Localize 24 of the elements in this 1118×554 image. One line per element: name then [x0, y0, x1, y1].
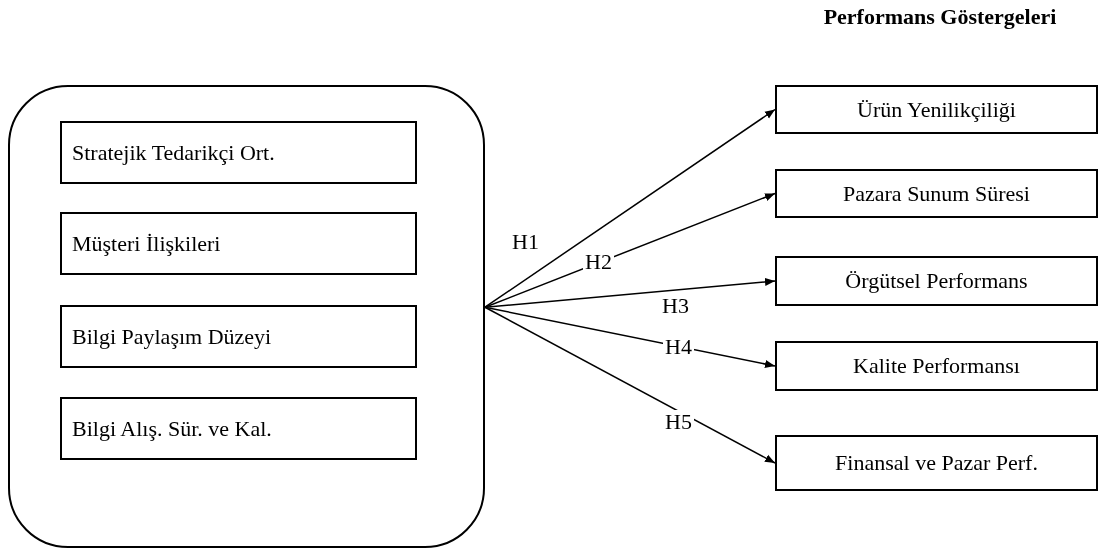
construct-box: [60, 397, 417, 460]
box-label: Finansal ve Pazar Perf.: [835, 450, 1038, 476]
box-label: Ürün Yenilikçiliği: [857, 96, 1016, 123]
group-rounded-box: [8, 85, 485, 548]
arrow: [484, 192, 776, 308]
construct-box: [60, 121, 417, 184]
indicator-box: [775, 341, 1098, 391]
diagram-title: Performans Göstergeleri: [822, 4, 1058, 30]
construct-box: [60, 305, 417, 368]
box-label: Bilgi Paylaşım Düzeyi: [72, 323, 272, 350]
indicator-box: [775, 85, 1098, 134]
box-label: Müşteri İlişkileri: [72, 230, 221, 257]
construct-box: [60, 212, 417, 275]
indicator-box: [775, 256, 1098, 306]
box-label: Kalite Performansı: [853, 353, 1020, 379]
box-label: Bilgi Alış. Sür. ve Kal.: [72, 415, 272, 442]
box-label: Stratejik Tedarikçi Ort.: [72, 139, 275, 166]
arrow: [484, 306, 776, 368]
box-label: Örgütsel Performans: [845, 268, 1028, 294]
box-label: Pazara Sunum Süresi: [843, 180, 1030, 207]
indicator-box: [775, 435, 1098, 491]
arrow: [484, 306, 776, 464]
arrow: [484, 108, 776, 308]
indicator-box: [775, 169, 1098, 218]
